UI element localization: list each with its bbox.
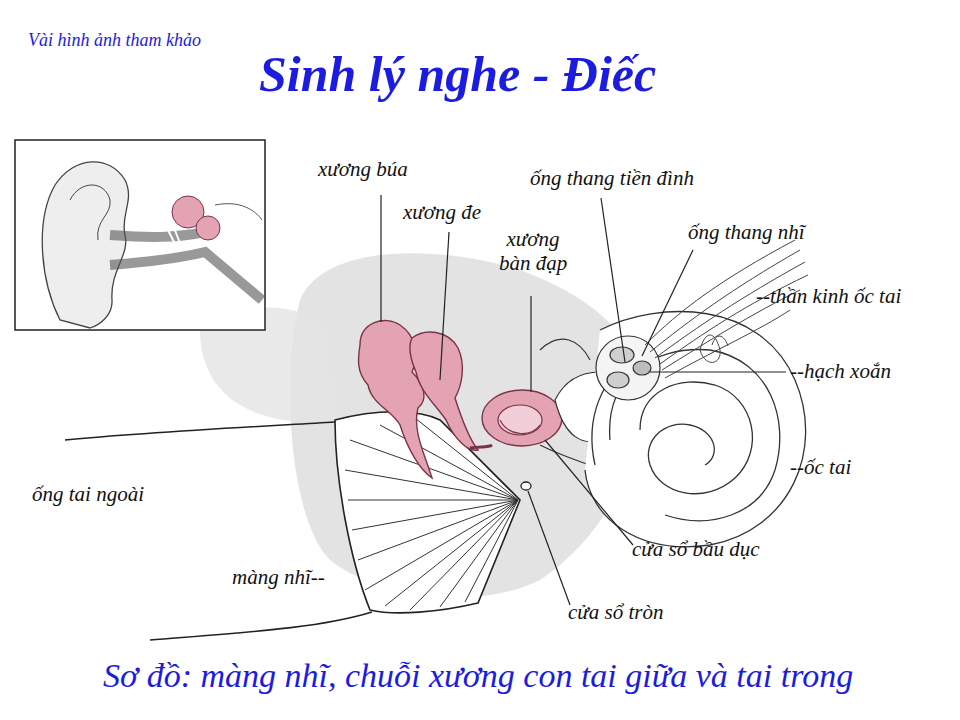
part-label: --hạch xoắn — [790, 359, 891, 383]
ear-canal-wall — [65, 422, 335, 440]
leader-line — [381, 195, 786, 605]
part-label: ống thang tiền đình — [530, 166, 694, 190]
cochlea — [585, 312, 806, 547]
incus — [410, 332, 478, 450]
diagram-title: Sinh lý nghe - Điếc — [259, 46, 656, 104]
part-label: xương đe — [403, 200, 481, 224]
inset-ear — [15, 140, 265, 330]
part-label: ống tai ngoài — [32, 482, 144, 506]
part-label: --ốc tai — [790, 455, 851, 479]
cochlear-nerve — [645, 240, 808, 378]
note-label: Vài hình ảnh tham khảo — [28, 30, 201, 51]
stapes — [482, 390, 562, 446]
part-label: cửa sổ bầu dục — [632, 537, 760, 561]
round-window — [521, 482, 531, 490]
part-label: cửa sổ tròn — [568, 600, 663, 624]
vestibule-wall — [540, 339, 590, 360]
part-label: --thần kinh ốc tai — [756, 284, 914, 308]
cochlear-duct-section — [596, 336, 660, 400]
diagram-caption: Sơ đồ: màng nhĩ, chuỗi xương con tai giữ… — [103, 656, 853, 695]
part-label: ống thang nhĩ — [688, 220, 805, 244]
part-label: màng nhĩ-- — [232, 565, 325, 589]
part-label: xương bàn đạp — [492, 227, 574, 275]
ear-canal-wall — [150, 612, 372, 640]
tympanic-membrane — [335, 412, 520, 613]
part-label: xương búa — [318, 157, 408, 181]
incus-joint — [470, 445, 492, 448]
